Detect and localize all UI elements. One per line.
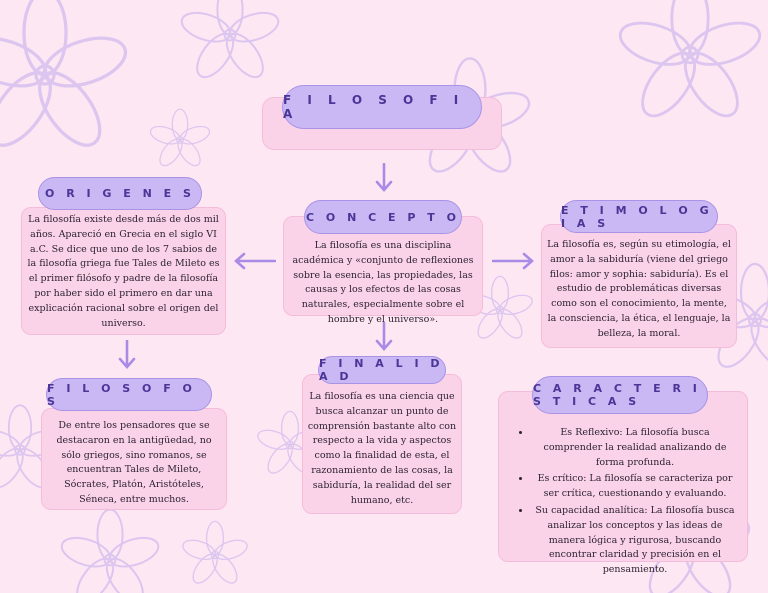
arrow-title-to-concepto: [375, 163, 393, 192]
etimologias-text: La filosofía es, según su etimología, el…: [547, 239, 731, 339]
arrow-origenes-to-filosofos: [118, 340, 136, 369]
finalidad-card: La filosofía es una ciencia que busca al…: [302, 374, 462, 514]
filosofos-text: De entre los pensadores que se destacaro…: [56, 420, 212, 505]
origenes-text: La filosofía existe desde más de dos mil…: [27, 214, 220, 329]
caracteristicas-list: Es Reflexivo: La filosofía busca compren…: [505, 426, 739, 578]
caracteristica-item: Su capacidad analítica: La filosofía bus…: [531, 504, 739, 578]
etimologias-label: E T I M O L O G I A S: [561, 203, 713, 230]
finalidad-label: F I N A L I D A D: [319, 357, 444, 383]
page-title: F I L O S O F I A: [283, 93, 465, 121]
filosofos-pill: F I L O S O F O S: [46, 378, 212, 411]
arrow-concepto-to-etimologias: [492, 252, 534, 270]
caracteristicas-label: C A R A C T E R I S T I C A S: [533, 382, 701, 408]
filosofos-label: F I L O S O F O S: [47, 381, 196, 408]
origenes-pill: O R I G E N E S: [38, 177, 202, 210]
origenes-label: O R I G E N E S: [45, 187, 195, 200]
arrow-concepto-to-origenes: [234, 252, 276, 270]
finalidad-pill: F I N A L I D A D: [318, 356, 446, 384]
caracteristicas-pill: C A R A C T E R I S T I C A S: [532, 376, 708, 414]
caracteristica-item: Es Reflexivo: La filosofía busca compren…: [531, 426, 739, 470]
concepto-label: C O N C E P T O: [306, 210, 460, 224]
filosofos-card: De entre los pensadores que se destacaro…: [41, 408, 227, 510]
etimologias-pill: E T I M O L O G I A S: [560, 200, 718, 233]
finalidad-text: La filosofía es una ciencia que busca al…: [307, 391, 457, 506]
concepto-text: La filosofía es una disciplina académica…: [292, 240, 474, 325]
etimologias-card: La filosofía es, según su etimología, el…: [541, 224, 737, 348]
origenes-card: La filosofía existe desde más de dos mil…: [21, 207, 226, 335]
concepto-pill: C O N C E P T O: [304, 200, 462, 234]
arrow-concepto-to-finalidad: [375, 322, 393, 351]
title-pill: F I L O S O F I A: [282, 85, 482, 129]
caracteristica-item: Es crítico: La filosofía se caracteriza …: [531, 472, 739, 502]
caracteristicas-card: Es Reflexivo: La filosofía busca compren…: [498, 391, 748, 575]
